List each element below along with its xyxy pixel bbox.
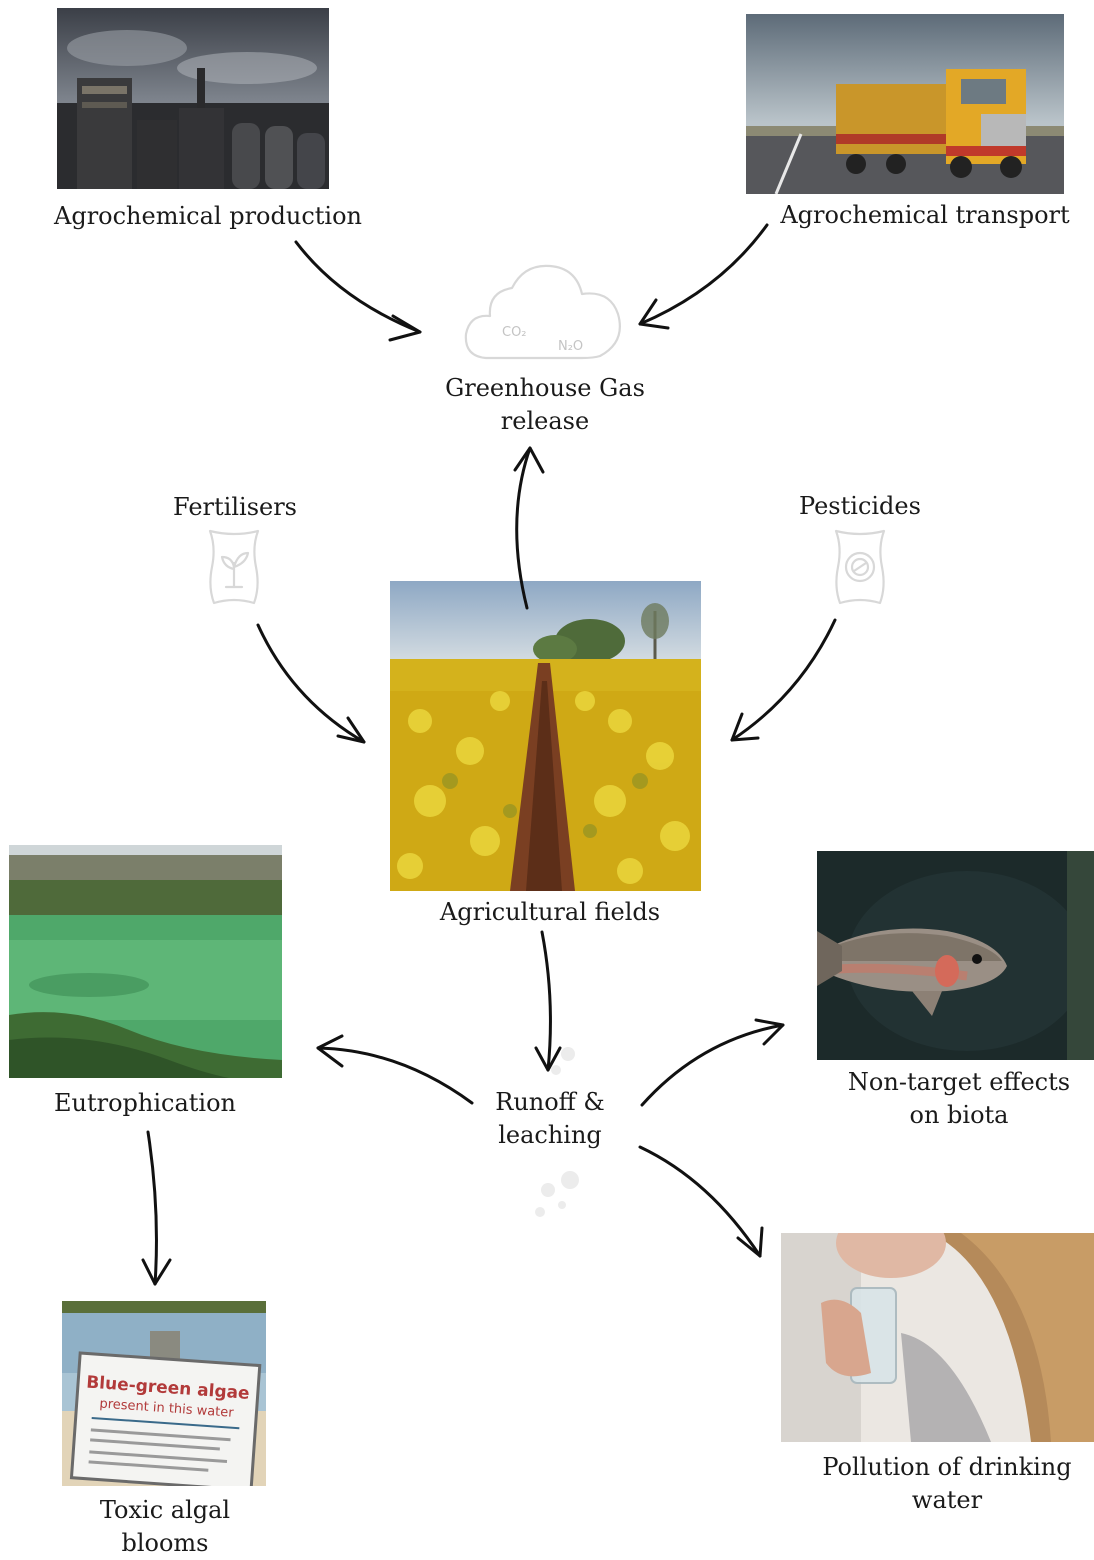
arrow-pesticides-to-fields [730,618,837,742]
fertiliser-bag-icon [202,527,266,607]
algal-sign-photo: Blue-green algae present in this water [62,1301,266,1486]
arrow-eutrophication-to-algal [146,1130,158,1286]
co2-label: CO₂ [502,325,527,340]
label-fertilisers: Fertilisers [173,493,297,521]
eutrophication-photo [9,845,282,1078]
label-agrochemical-production: Agrochemical production [54,202,362,230]
label-toxic-algal-blooms: Toxic algal blooms [99,1496,231,1557]
n2o-label: N₂O [558,339,583,354]
pesticide-bag-icon [828,527,892,607]
water-drops-icon [510,1040,590,1230]
label-eutrophication: Eutrophication [53,1089,236,1117]
arrow-fertilisers-to-fields [256,623,366,744]
truck-photo [746,14,1064,194]
label-pollution-drinking-water: Pollution of drinking water [822,1453,1072,1514]
cloud-icon: CO₂ N₂O [462,258,628,362]
fish-photo [817,851,1094,1060]
drinking-photo [781,1233,1094,1442]
arrow-runoff-to-drinking [638,1145,762,1258]
field-photo [390,581,701,891]
label-agricultural-fields: Agricultural fields [439,898,661,926]
label-runoff-leaching: Runoff & leaching [495,1088,605,1149]
label-non-target-effects: Non-target effects on biota [847,1068,1071,1129]
arrow-fields-to-greenhouse [515,446,532,610]
label-pesticides: Pesticides [799,492,921,520]
factory-photo [57,8,329,189]
arrow-runoff-to-biota [640,1023,785,1107]
arrow-fields-to-runoff [540,930,552,1072]
arrow-transport-to-greenhouse [638,223,769,326]
label-greenhouse-gas: Greenhouse Gas release [445,374,645,435]
arrow-production-to-greenhouse [294,240,422,334]
arrow-runoff-to-eutrophication [316,1046,474,1105]
label-agrochemical-transport: Agrochemical transport [780,201,1070,229]
